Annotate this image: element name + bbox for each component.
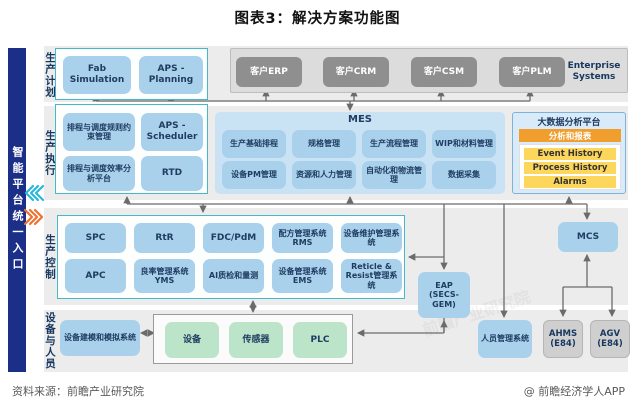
- node-mcs: MCS: [558, 222, 618, 252]
- node-rtd: RTD: [141, 156, 203, 191]
- node-eap-secs-gem: EAP (SECS-GEM): [418, 272, 470, 318]
- source-note: 资料来源：前瞻产业研究院: [12, 385, 144, 398]
- bigdata-platform-container: 大数据分析平台 分析和报表 Event History Process Hist…: [512, 112, 626, 194]
- bigdata-report-bar: 分析和报表: [519, 129, 621, 142]
- node-customer-crm: 客户CRM: [323, 57, 389, 87]
- node-personnel-mgmt: 人员管理系统: [478, 320, 532, 358]
- mes-module: 生产基础排程: [222, 130, 286, 158]
- control-module: 设备管理系统EMS: [272, 259, 333, 293]
- bigdata-history-panel: Event History Process History Alarms: [519, 144, 621, 190]
- node-schedule-rule-mgmt: 排程与调度规则约束管理: [63, 113, 135, 151]
- node-fab-simulation: Fab Simulation: [63, 56, 131, 94]
- mes-module: 规格管理: [292, 130, 356, 158]
- node-customer-erp: 客户ERP: [236, 57, 302, 87]
- mes-module: 生产流程管理: [362, 130, 426, 158]
- control-module: AI质检和量测: [203, 259, 264, 293]
- control-module: FDC/PdM: [203, 223, 264, 253]
- row-label-equipment: 设备与人员: [44, 312, 56, 370]
- node-device: 设备: [165, 322, 219, 358]
- figure-title: 图表3：解决方案功能图: [234, 11, 401, 27]
- bigdata-title: 大数据分析平台: [537, 118, 601, 128]
- mes-module: 资源和人力管理: [292, 161, 356, 189]
- enterprise-systems-label: Enterprise Systems: [567, 61, 621, 82]
- row-label-control: 生产控制: [44, 234, 56, 280]
- control-module: RtR: [134, 223, 195, 253]
- control-module: APC: [65, 259, 126, 293]
- unified-platform-entrance-bar: 智能平台统一入口: [8, 48, 26, 372]
- node-equipment-modeling: 设备建模和模拟系统: [60, 320, 140, 356]
- node-aps-scheduler: APS - Scheduler: [141, 113, 203, 151]
- device-group-container: 设备 传感器 PLC: [153, 314, 353, 364]
- mes-module: 设备PM管理: [222, 161, 286, 189]
- control-tools-container: SPC RtR FDC/PdM 配方管理系统 RMS 设备维护管理系统 APC …: [57, 215, 405, 299]
- node-customer-plm: 客户PLM: [499, 57, 565, 87]
- credit-note: @ 前瞻经济学人APP: [523, 385, 625, 398]
- control-module: 良率管理系统 YMS: [134, 259, 195, 293]
- node-plc: PLC: [293, 322, 347, 358]
- control-module: 设备维护管理系统: [341, 223, 402, 253]
- control-module: 配方管理系统 RMS: [272, 223, 333, 253]
- bigdata-item: Event History: [524, 148, 616, 160]
- row-label-planning: 生产计划: [44, 52, 56, 98]
- row-label-execution: 生产执行: [44, 130, 56, 176]
- scheduling-tools-container: 排程与调度规则约束管理 APS - Scheduler 排程与调度效率分析平台 …: [55, 104, 208, 194]
- flow-chevrons-icon: [23, 184, 45, 226]
- mes-module: 数据采集: [432, 161, 496, 189]
- unified-platform-entrance-label: 智能平台统一入口: [11, 146, 24, 274]
- mes-module: WIP和材料管理: [432, 130, 496, 158]
- bigdata-item: Alarms: [524, 176, 616, 188]
- node-agv: AGV (E84): [590, 320, 630, 358]
- mes-module: 自动化和物流管理: [362, 161, 426, 189]
- planning-tools-container: Fab Simulation APS - Planning: [55, 48, 208, 100]
- mes-title: MES: [348, 114, 372, 125]
- node-aps-planning: APS - Planning: [139, 56, 203, 94]
- node-sensor: 传感器: [229, 322, 283, 358]
- enterprise-systems-container: 客户ERP 客户CRM 客户CSM 客户PLM Enterprise Syste…: [230, 48, 628, 93]
- node-ahms: AHMS (E84): [543, 320, 583, 358]
- node-customer-csm: 客户CSM: [411, 57, 477, 87]
- control-module: Reticle & Resist管理系统: [341, 259, 402, 293]
- mes-container: MES 生产基础排程 规格管理 生产流程管理 WIP和材料管理 设备PM管理 资…: [215, 112, 505, 194]
- node-schedule-efficiency: 排程与调度效率分析平台: [63, 156, 135, 191]
- control-module: SPC: [65, 223, 126, 253]
- bigdata-item: Process History: [524, 162, 616, 174]
